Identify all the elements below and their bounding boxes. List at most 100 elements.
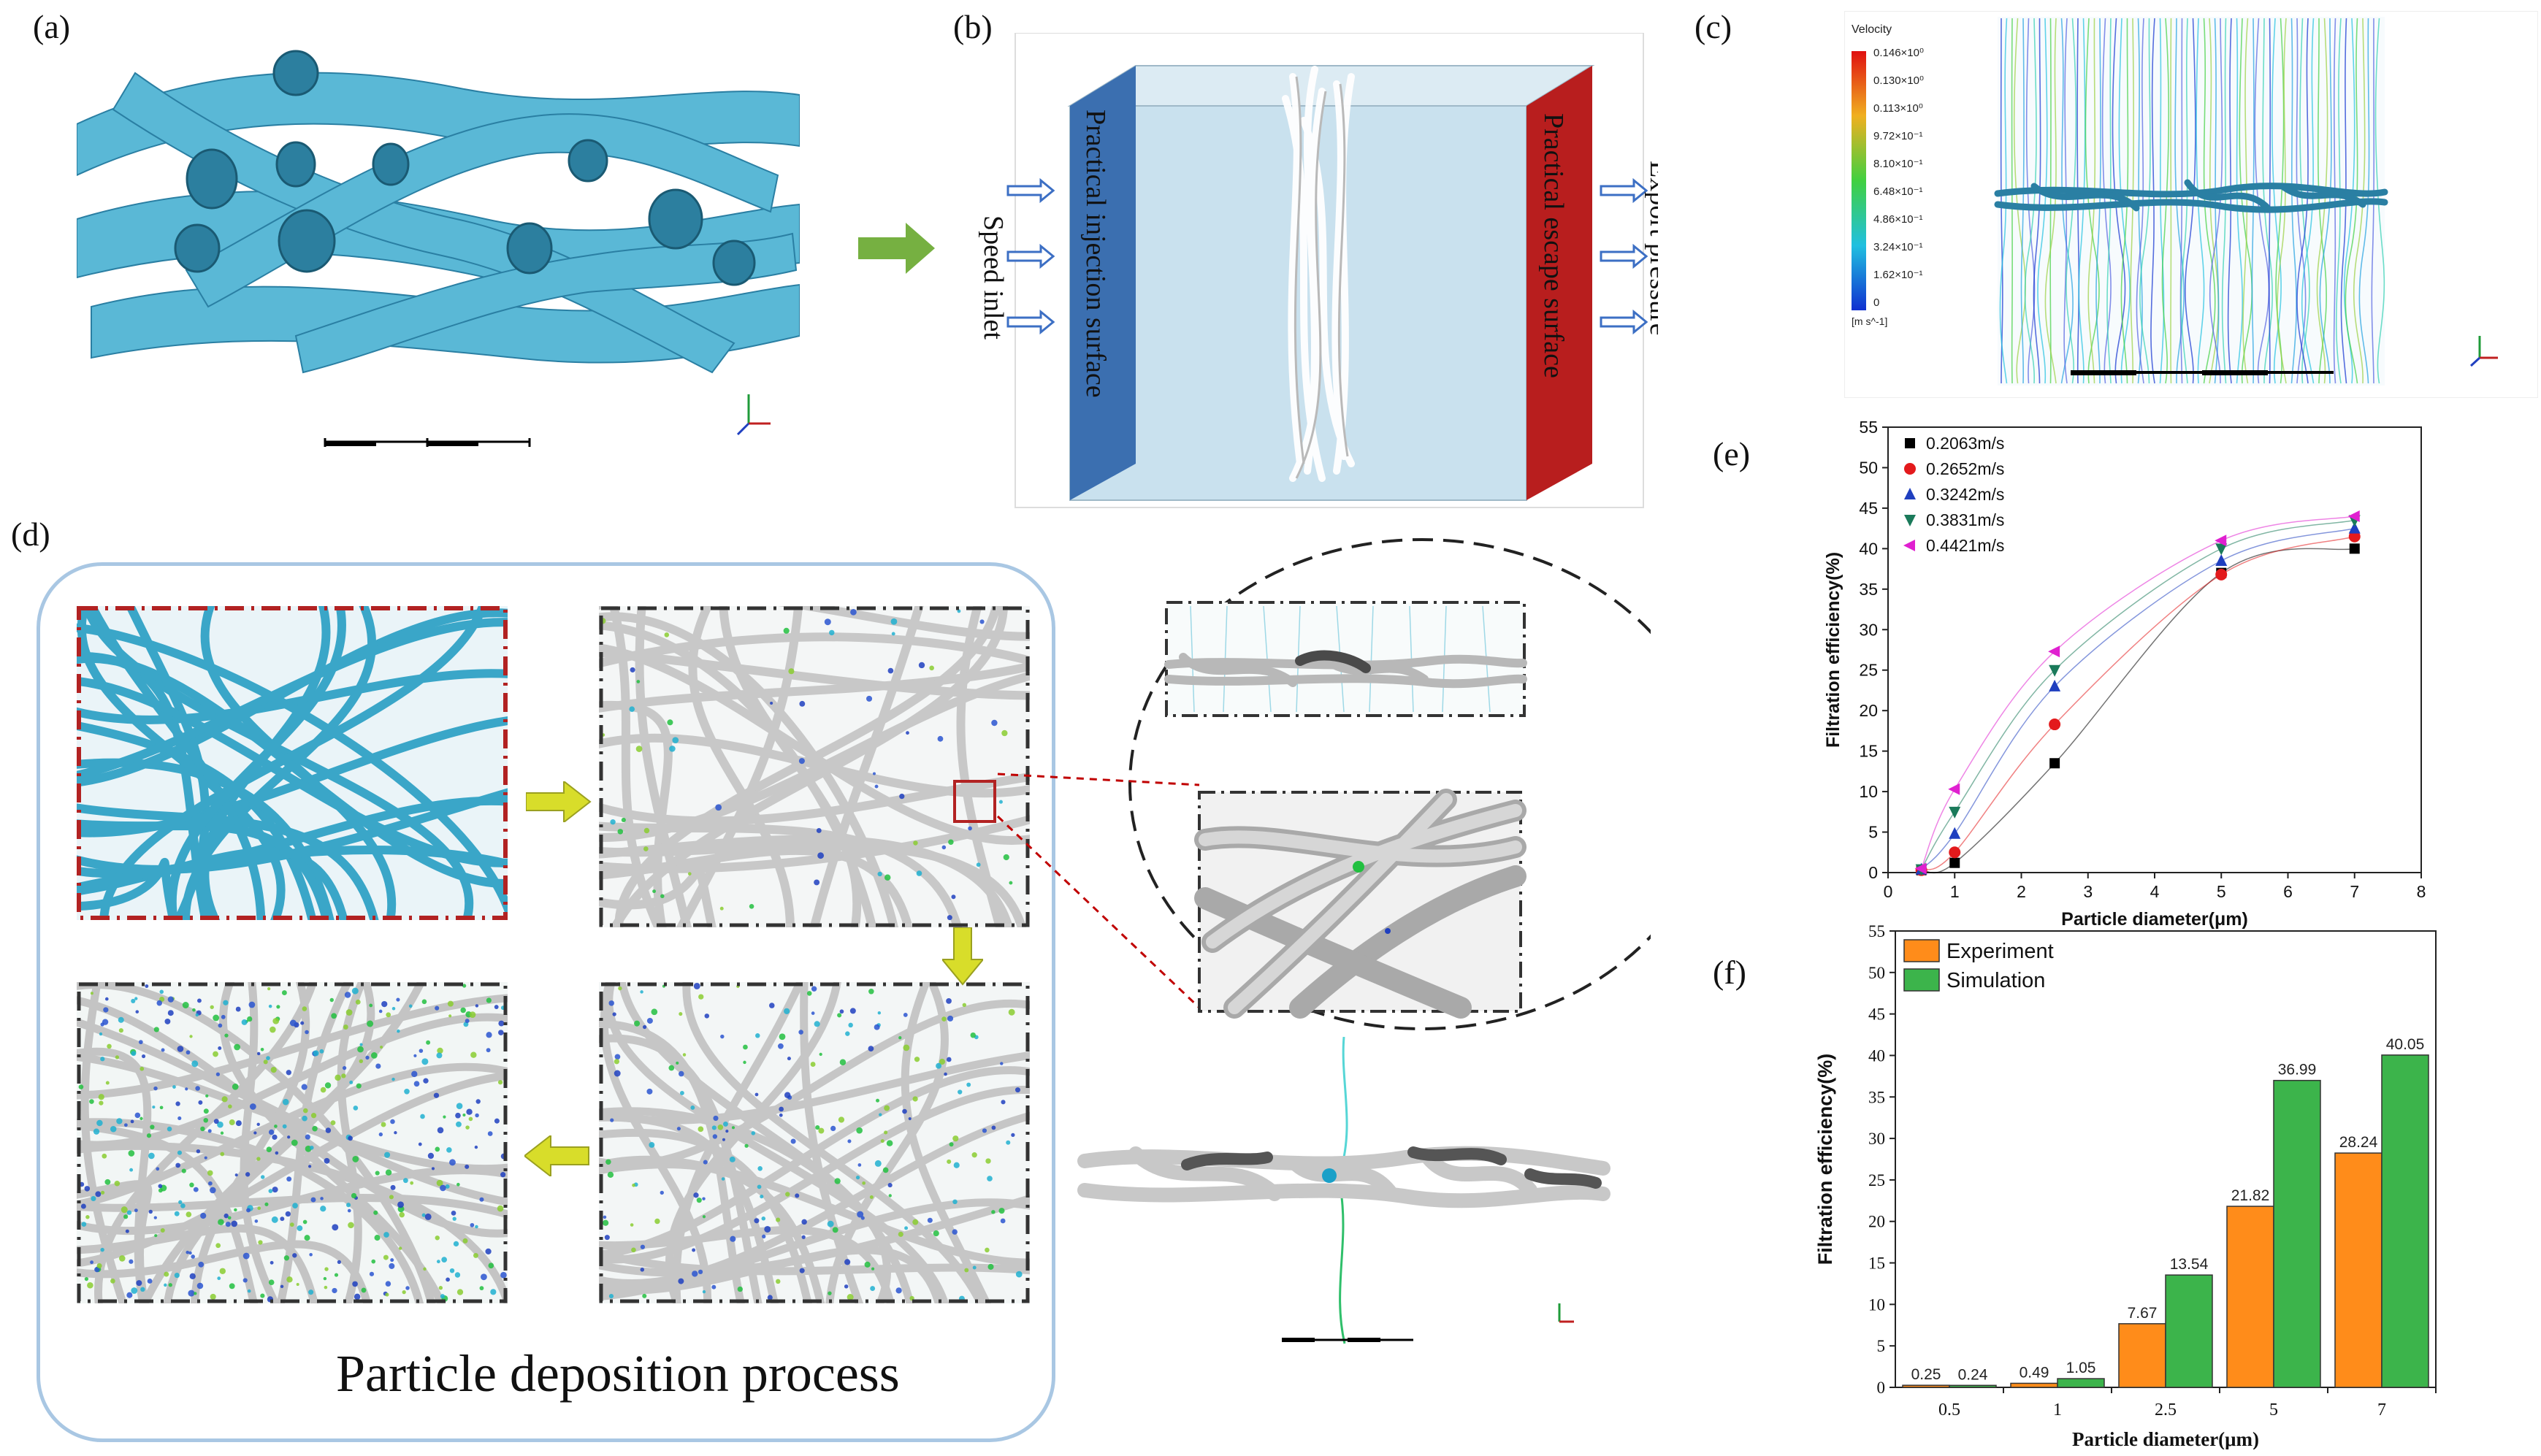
streamline xyxy=(2277,18,2287,384)
particle xyxy=(256,1051,261,1056)
particle xyxy=(221,1096,228,1103)
particle xyxy=(679,1091,684,1095)
particle xyxy=(941,845,947,850)
particle xyxy=(186,1211,192,1218)
particle xyxy=(635,746,643,752)
particle xyxy=(668,1065,675,1071)
streamline xyxy=(2139,18,2151,384)
particle xyxy=(207,1181,213,1186)
particle xyxy=(947,915,952,921)
particle xyxy=(799,1268,805,1273)
particle xyxy=(475,1004,479,1008)
particle xyxy=(375,1170,380,1176)
x-tick-label: 2.5 xyxy=(2155,1401,2177,1419)
particle xyxy=(180,1203,186,1208)
particle xyxy=(103,1007,109,1013)
particle xyxy=(110,1126,117,1133)
y-tick-label: 45 xyxy=(1868,1005,1885,1024)
data-point xyxy=(1949,827,1961,839)
fiber xyxy=(599,671,1030,842)
particle xyxy=(754,1218,760,1224)
particle xyxy=(84,1276,89,1281)
data-point xyxy=(1949,857,1960,868)
particle xyxy=(629,706,635,712)
particle xyxy=(958,1089,963,1095)
fiber xyxy=(599,1160,825,1303)
bar-experiment xyxy=(2226,1206,2274,1388)
particle xyxy=(713,1115,719,1122)
particle xyxy=(260,1047,264,1051)
particle xyxy=(777,1043,784,1049)
particle xyxy=(268,1279,275,1286)
particle xyxy=(874,1024,880,1030)
particle xyxy=(398,1246,402,1250)
bar-experiment xyxy=(2118,1323,2166,1388)
particle xyxy=(722,1121,728,1127)
particle xyxy=(494,1118,500,1124)
particle xyxy=(642,1293,647,1298)
particle xyxy=(643,846,649,851)
particle xyxy=(215,1243,221,1249)
y-tick-label: 15 xyxy=(1859,742,1878,761)
particle xyxy=(351,987,359,995)
particle xyxy=(888,1194,892,1198)
y-axis-label: Filtration efficiency(%) xyxy=(1823,552,1843,748)
particle xyxy=(145,984,149,988)
particle xyxy=(227,1216,232,1220)
streamline xyxy=(2174,18,2185,384)
particle xyxy=(210,1187,216,1194)
particle xyxy=(757,1166,763,1171)
fiber xyxy=(191,982,310,1303)
particle xyxy=(177,1116,182,1121)
fiber xyxy=(809,606,924,927)
particle xyxy=(131,998,136,1003)
fiber xyxy=(599,867,717,927)
particle xyxy=(85,1215,90,1219)
particle xyxy=(604,1235,610,1241)
y-axis-label: Filtration efficiency(%) xyxy=(1814,1054,1836,1265)
escape-surface-label: Practical escape surface xyxy=(1538,113,1569,378)
particle xyxy=(866,695,873,702)
particle xyxy=(721,1177,725,1181)
x-tick-label: 2 xyxy=(2017,882,2026,901)
particle xyxy=(282,1124,287,1129)
data-point xyxy=(2049,719,2061,731)
particle xyxy=(421,1213,426,1217)
particle xyxy=(296,1282,299,1287)
particle xyxy=(838,1116,845,1123)
particle xyxy=(449,1268,455,1273)
particle xyxy=(95,1191,102,1198)
particle xyxy=(832,1227,838,1233)
streamline xyxy=(2180,18,2188,384)
bar-value-label: 36.99 xyxy=(2278,1062,2317,1078)
particle xyxy=(353,1106,359,1111)
particle xyxy=(253,1131,257,1135)
particle xyxy=(207,1129,212,1133)
particle xyxy=(150,1124,155,1130)
particle xyxy=(874,784,879,789)
velocity-legend-value: 8.10×10⁻¹ xyxy=(1873,158,1923,170)
mid-deposition-image xyxy=(599,982,1030,1303)
particle xyxy=(1009,881,1013,885)
fiber xyxy=(719,606,862,927)
particle xyxy=(436,1179,443,1187)
particle xyxy=(369,1271,375,1276)
particle xyxy=(356,1083,362,1089)
particle xyxy=(302,1006,307,1011)
x-tick-label: 5 xyxy=(2269,1401,2278,1419)
particle xyxy=(319,1049,324,1054)
particle xyxy=(348,1222,354,1229)
particle xyxy=(760,1195,764,1199)
x-tick-label: 1 xyxy=(1950,882,1960,901)
particle xyxy=(664,632,670,637)
particle xyxy=(235,1006,241,1012)
particle xyxy=(844,1259,851,1265)
particle xyxy=(223,1000,229,1005)
particle xyxy=(762,1234,766,1238)
particle xyxy=(272,1018,280,1024)
particle xyxy=(1000,1062,1004,1065)
particle xyxy=(351,1192,357,1199)
particle xyxy=(486,1048,491,1053)
particle xyxy=(443,1115,446,1119)
fiber xyxy=(682,982,985,1303)
